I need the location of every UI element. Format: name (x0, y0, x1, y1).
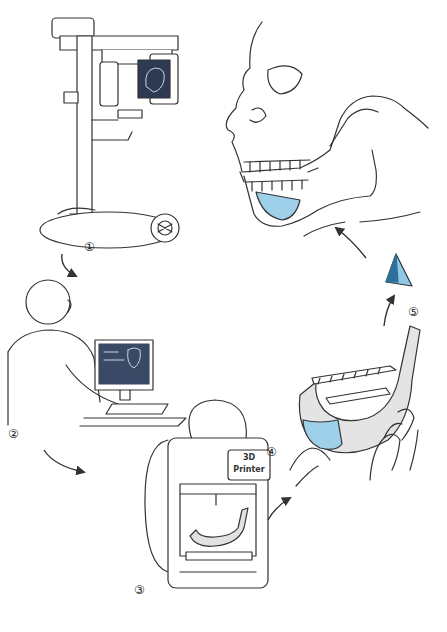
callout-number: ④ (266, 446, 277, 458)
implant-piece (386, 254, 412, 286)
skull-profile (226, 22, 428, 236)
callout-number: ⑤ (408, 306, 419, 318)
3d-printer (145, 400, 270, 588)
callout-number: ① (84, 241, 95, 253)
callout-number: ③ (134, 584, 145, 596)
xray-machine (40, 18, 179, 248)
flow-arrows (44, 228, 394, 520)
technician-at-computer (8, 280, 186, 426)
printer-badge-text: Printer (233, 466, 264, 474)
callout-number: ② (8, 428, 19, 440)
printer-badge-text: 3D (243, 454, 255, 462)
hands-with-model (290, 326, 420, 486)
